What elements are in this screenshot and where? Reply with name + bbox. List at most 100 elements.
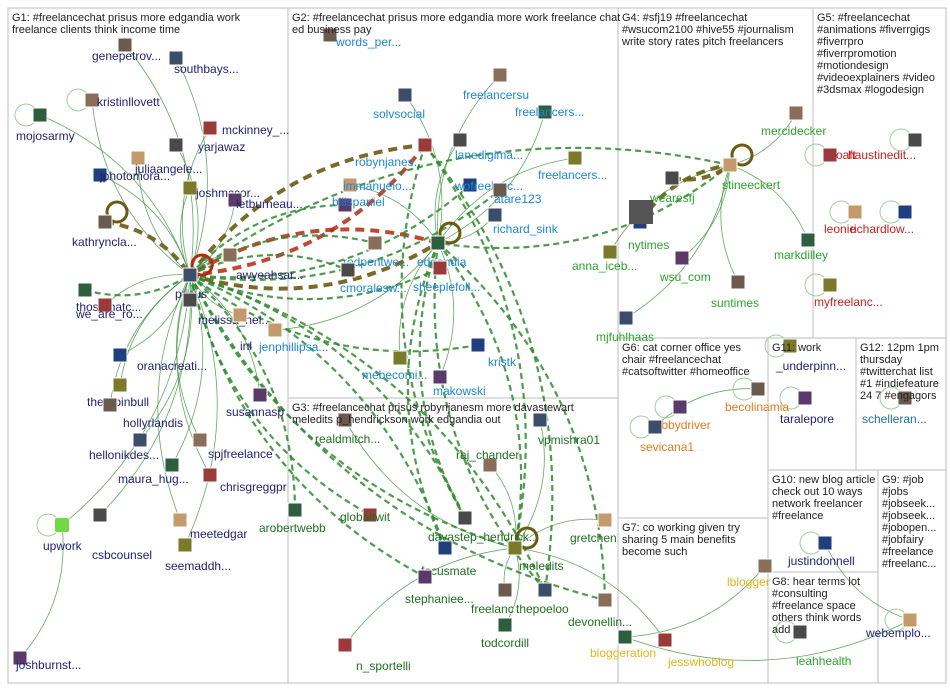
node-49[interactable]: makowski [432,369,486,398]
node-avatar-icon [452,132,468,148]
node-65[interactable]: wearesfj [649,170,695,205]
node-3[interactable]: mojosarmy [16,107,75,143]
node-1[interactable]: southbays... [168,50,239,76]
node-avatar-icon [792,624,808,640]
node-85[interactable]: leahhealth [792,624,851,668]
node-68[interactable]: anna_iceb... [572,244,637,273]
node-64[interactable]: n_sportelli [337,637,411,673]
node-21[interactable]: hellonikdes... [89,432,159,462]
node-58[interactable]: meledits [507,540,564,573]
node-5[interactable]: yarjawaz [168,137,245,154]
node-17[interactable]: oranacreati... [112,347,207,373]
node-53[interactable]: arobertwebb [259,502,326,535]
node-87[interactable]: justindonnell [787,535,855,568]
node-44[interactable]: sheeplefoll... [413,260,480,294]
node-avatar-icon [337,197,353,213]
node-15[interactable]: melissa_nel... [182,292,271,327]
node-71[interactable]: mjfuhlhaas [596,310,654,344]
node-7[interactable]: jphotomora... [92,167,170,183]
node-48[interactable]: mebecomi... [362,350,427,382]
node-34[interactable]: robynjanes... [355,137,433,169]
node-52[interactable]: raj_chander [456,448,519,473]
node-90[interactable]: schelleran... [862,390,927,426]
node-0[interactable]: genepetrov... [92,37,161,63]
node-60[interactable]: freelanc [471,582,514,616]
node-62[interactable]: devonellin... [568,592,632,629]
node-70[interactable]: suntimes [711,274,759,310]
node-54[interactable]: globaltwit [340,507,391,524]
node-18[interactable]: therobinbull [87,377,149,409]
edge-73 [729,164,809,241]
node-75[interactable]: haustinedit... [848,132,923,162]
node-50[interactable]: realdmitch... [315,412,380,446]
edge-9 [180,187,191,276]
node-74[interactable]: oaft [822,147,857,163]
node-label: cmoralesw... [340,281,407,295]
group-label-g3-line-0: G3: #freelancechat prisus robynjanesm mo… [292,402,574,414]
node-12[interactable]: awyeahsar... [222,247,303,282]
node-63[interactable]: todcordill [481,617,529,650]
node-59[interactable]: stephaniee... [405,569,474,606]
node-41[interactable]: richard_sink [487,207,559,236]
node-56[interactable]: gretchen [570,512,617,545]
node-6[interactable]: juliaangele... [130,150,202,176]
node-16[interactable]: inl [232,307,252,353]
node-35[interactable]: lanedigima... [452,132,523,162]
node-label: atare123 [494,192,542,206]
node-label: myfreelanc... [814,295,883,309]
group-label-g10-line-2: network freelancer [772,498,863,510]
node-78[interactable]: myfreelanc... [814,277,883,309]
node-20[interactable]: hollyrlandis [102,397,183,430]
node-25[interactable]: csbcounsel [92,507,152,562]
node-81[interactable]: sevicana1 [640,419,694,454]
node-30[interactable]: words_per... [322,27,401,49]
node-32[interactable]: freelancersu [463,67,529,102]
node-label: _underpinn... [775,359,846,373]
node-73[interactable]: markdilley [774,232,828,262]
node-39[interactable]: billspaniel [332,195,385,213]
node-19[interactable]: susannasp [226,387,284,419]
node-51[interactable]: vpmishra01 [532,412,600,447]
node-avatar-icon [537,582,553,598]
node-31[interactable]: solvsocial [373,87,425,121]
node-28[interactable]: seemaddh... [165,537,231,573]
node-2[interactable]: kristinllovett [84,92,160,109]
node-42[interactable]: redpentwe... [343,235,409,269]
node-83[interactable]: bloggeration [590,629,656,660]
node-89[interactable]: taralepore [780,390,834,426]
node-86[interactable]: webemplo... [865,612,931,640]
node-33[interactable]: freelancers... [515,104,584,120]
node-66[interactable]: stineeckert [722,157,781,192]
node-24[interactable]: chrisgreggpr [202,467,287,494]
node-69[interactable]: wsu_com [659,250,711,284]
node-37[interactable]: wofreelanc... [454,177,523,193]
node-80[interactable]: becolinamia [725,381,789,414]
node-avatar-icon [602,244,618,260]
node-29[interactable]: joshburnst... [12,650,81,672]
node-72[interactable]: mercidecker [761,105,826,138]
node-84[interactable]: jesswhoblog [657,632,734,669]
node-77[interactable]: richardlow... [850,204,914,236]
node-55[interactable]: davastep_hendrick... [428,510,539,544]
node-22[interactable]: spjfreelance [192,432,273,461]
node-79[interactable]: _abbydriver [647,399,711,432]
node-label: wsu_com [659,270,711,284]
node-47[interactable]: kristk [470,337,517,369]
node-label: freelancers... [515,105,584,119]
node-9[interactable]: letburneau... [227,192,303,211]
node-88[interactable]: _underpinn... [775,338,846,373]
node-36[interactable]: immanuelo... [342,177,412,193]
node-76[interactable]: leonie [824,204,863,236]
node-4[interactable]: mckinney_... [202,120,289,137]
node-45[interactable]: cmoralesw... [340,262,407,295]
node-40[interactable]: atare123 [492,182,542,206]
node-26[interactable]: meetedgar [172,512,247,541]
node-57[interactable]: focusmate [421,540,477,578]
node-10[interactable]: kathryncla... [72,214,137,249]
node-23[interactable]: maura_hug... [118,457,189,486]
node-38[interactable]: freelancers... [538,150,607,182]
node-46[interactable]: jenphillipsa... [258,322,328,354]
node-61[interactable]: thepoeloo [516,582,569,616]
node-82[interactable]: lblogger [727,558,773,589]
node-14[interactable]: we_are_ro... [75,297,143,321]
